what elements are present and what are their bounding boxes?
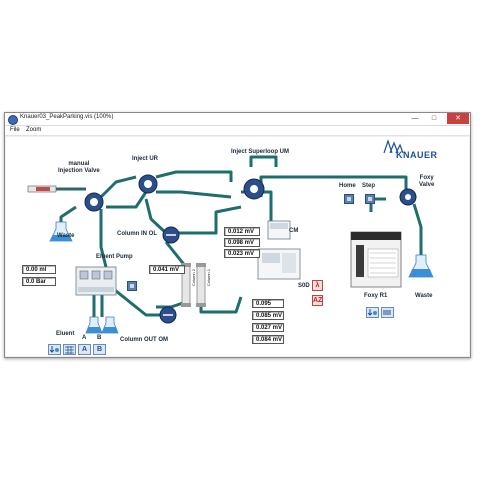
label-manual-injection-valve: manual Injection Valve	[58, 161, 100, 174]
cm-detector-icon	[267, 220, 291, 240]
column-out-valve-icon	[159, 306, 177, 324]
knauer-brand-text: KNAUER	[396, 150, 438, 160]
drop-arrow-icon	[49, 346, 59, 353]
autozero-button[interactable]: AZ	[312, 295, 323, 306]
inject-ur-valve-icon	[138, 174, 158, 194]
s0d-detector-icon	[257, 248, 301, 280]
label-waste-right: Waste	[415, 293, 433, 299]
pump-mv-readout: 0.041 mV	[149, 265, 185, 274]
menu-bar: File Zoom	[5, 126, 470, 136]
foxy-flow-button[interactable]	[366, 307, 379, 318]
menu-zoom[interactable]: Zoom	[26, 127, 42, 133]
step-button[interactable]	[365, 194, 375, 204]
label-column-1: Column 1	[206, 269, 211, 287]
eluent-flow-button[interactable]	[48, 344, 61, 355]
label-step: Step	[362, 183, 376, 189]
label-cm: CM	[289, 228, 299, 234]
eluent-bottle-a-icon	[85, 316, 103, 334]
menu-file[interactable]: File	[10, 127, 20, 133]
label-inject-ur: Inject UR	[132, 156, 159, 162]
detector-readout-2: 0.085 mV	[252, 311, 284, 320]
lambda-button[interactable]: λ	[312, 280, 323, 291]
volume-readout: 0.00 ml	[22, 265, 56, 274]
cm-readout-2: 0.098 mV	[224, 238, 260, 247]
app-icon	[8, 115, 18, 125]
label-foxy-valve: Foxy Valve	[419, 175, 435, 188]
label-home: Home	[339, 183, 356, 189]
drop-arrow-icon	[367, 309, 377, 316]
waste-flask-left-icon	[49, 221, 73, 242]
label-bottle-a: A	[82, 335, 87, 341]
rack-icon	[383, 310, 391, 315]
label-column-2: Column 2	[191, 269, 196, 287]
knauer-logo: KNAUER	[382, 139, 452, 165]
label-eluent-pump: Eluent Pump	[96, 254, 133, 260]
superloop-valve-icon	[243, 178, 265, 200]
gradient-grid-icon	[65, 346, 74, 354]
label-foxy-r1: Foxy R1	[364, 293, 388, 299]
label-waste-left: Waste	[57, 233, 75, 239]
label-column-in: Column IN OL	[117, 231, 157, 237]
cm-readout-1: 0.012 mV	[224, 227, 260, 236]
detector-readout-4: 0.084 mV	[252, 335, 284, 344]
foxy-r1-collector-icon	[350, 231, 402, 288]
eluent-a-button[interactable]: A	[78, 344, 91, 355]
eluent-gradient-button[interactable]	[63, 344, 76, 355]
maximize-button[interactable]: □	[431, 115, 437, 122]
foxy-rack-button[interactable]	[381, 307, 394, 318]
detector-readout-1: 0.095	[252, 299, 284, 308]
minimize-button[interactable]: —	[411, 115, 419, 122]
eluent-pump-button[interactable]	[127, 281, 137, 291]
eluent-bottle-b-icon	[101, 316, 119, 334]
column-1-icon	[196, 263, 206, 307]
label-eluent: Eluent	[56, 331, 75, 337]
window-title: Knauer03_PeakParking.vis (100%)	[20, 114, 114, 120]
label-column-out: Column OUT OM	[120, 337, 168, 343]
detector-readout-3: 0.027 mV	[252, 323, 284, 332]
column-in-valve-icon	[162, 226, 180, 244]
syringe-icon	[27, 185, 86, 193]
close-button[interactable]: ✕	[447, 113, 469, 124]
foxy-valve-icon	[399, 188, 417, 206]
waste-flask-right-icon	[408, 254, 434, 278]
process-canvas: KNAUER manual Injection Valve Inject UR …	[6, 137, 469, 356]
title-bar: Knauer03_PeakParking.vis (100%) — □ ✕	[5, 113, 470, 126]
flow-diagram	[27, 155, 434, 334]
label-inject-superloop: Inject Superloop UM	[231, 149, 290, 155]
eluent-b-button[interactable]: B	[93, 344, 106, 355]
label-bottle-b: B	[97, 335, 102, 341]
label-s0d: S0D	[298, 283, 310, 289]
eluent-pump-icon	[75, 266, 117, 296]
column-2-icon	[181, 263, 191, 307]
knauer-logo-mark-icon	[383, 139, 404, 153]
home-button[interactable]	[344, 194, 354, 204]
manual-injection-valve-icon	[84, 192, 104, 212]
cm-readout-3: 0.023 mV	[224, 249, 260, 258]
pressure-readout: 0.0 Bar	[22, 277, 56, 286]
app-window: Knauer03_PeakParking.vis (100%) — □ ✕ Fi…	[4, 112, 471, 358]
